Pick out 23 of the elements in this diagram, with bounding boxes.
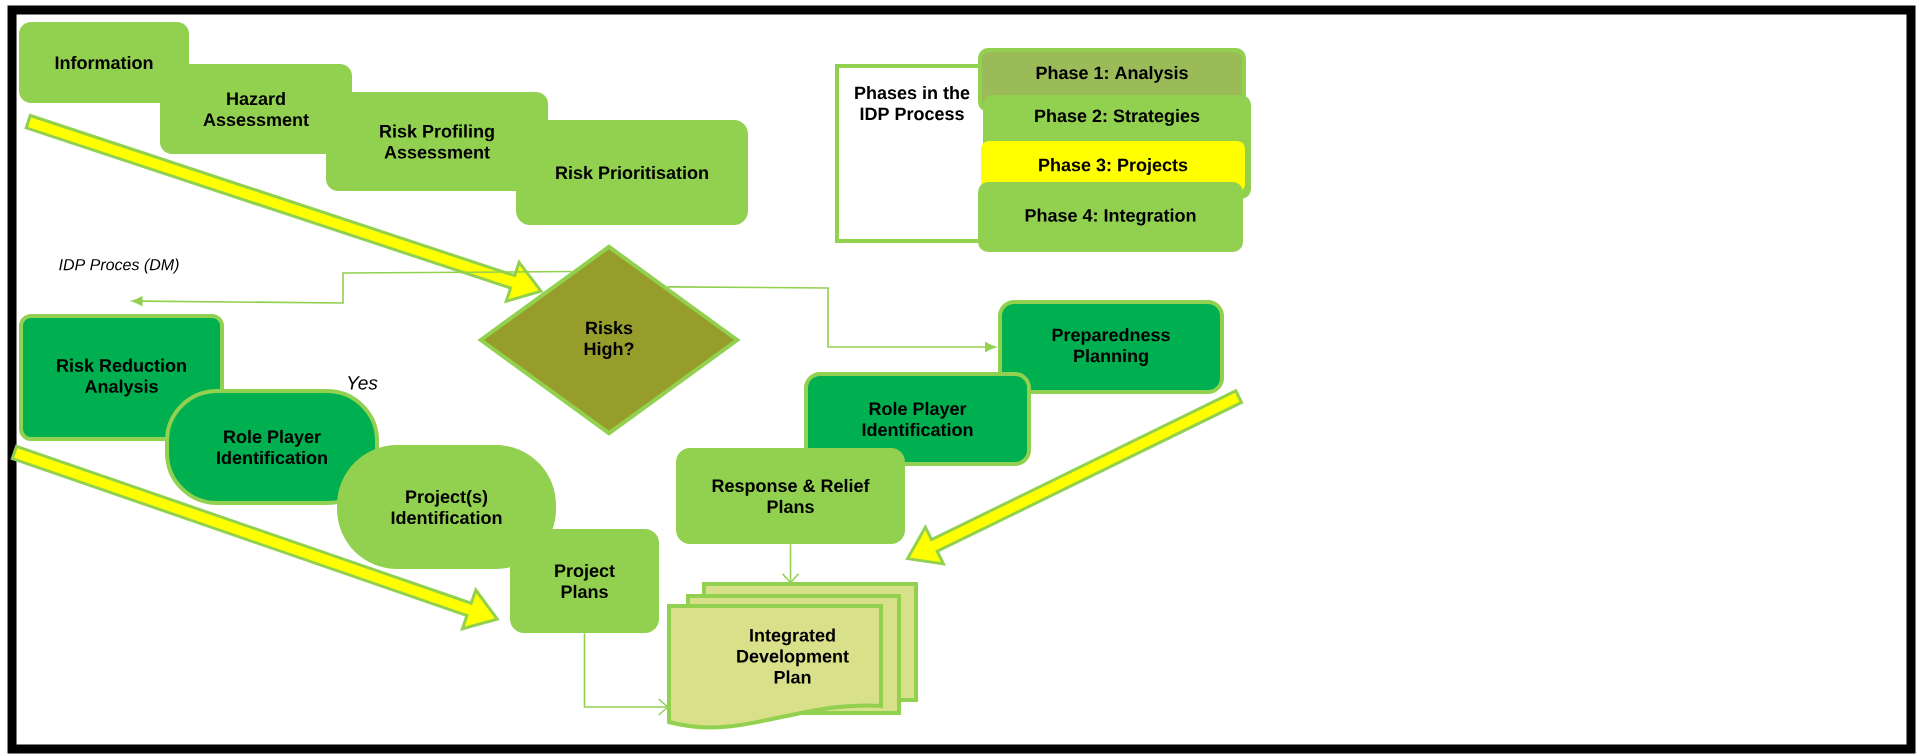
title-box: Phases in the IDP Process bbox=[835, 64, 989, 243]
arrow bbox=[131, 270, 573, 306]
arrow bbox=[583, 632, 669, 716]
process-box: Project(s) Identification bbox=[337, 445, 556, 569]
process-box: Response & Relief Plans bbox=[676, 448, 905, 544]
document-stack: Integrated Development Plan bbox=[667, 582, 918, 730]
process-box: Risk Prioritisation bbox=[516, 120, 748, 225]
process-box: Risk Reduction Analysis bbox=[19, 314, 224, 441]
process-box: Risk Profiling Assessment bbox=[326, 92, 548, 191]
arrow bbox=[781, 543, 800, 584]
process-box: Information bbox=[19, 22, 189, 103]
node-label: Risk Profiling Assessment bbox=[380, 124, 494, 159]
note-text: Yes bbox=[348, 376, 378, 390]
phase-box: Phase 4: Integration bbox=[978, 182, 1243, 252]
node-label: Hazard Assessment bbox=[203, 91, 309, 127]
process-box: Project Plans bbox=[510, 529, 659, 633]
note-text: IDP Proces (DM) bbox=[59, 258, 179, 274]
process-box: Role Player Identification bbox=[165, 389, 379, 505]
arrow bbox=[666, 286, 996, 352]
process-box: Hazard Assessment bbox=[160, 64, 352, 154]
process-box: Preparedness Planning bbox=[998, 300, 1224, 394]
node-label: Risk Prioritisation bbox=[556, 165, 708, 180]
process-box: Role Player Identification bbox=[804, 372, 1031, 466]
